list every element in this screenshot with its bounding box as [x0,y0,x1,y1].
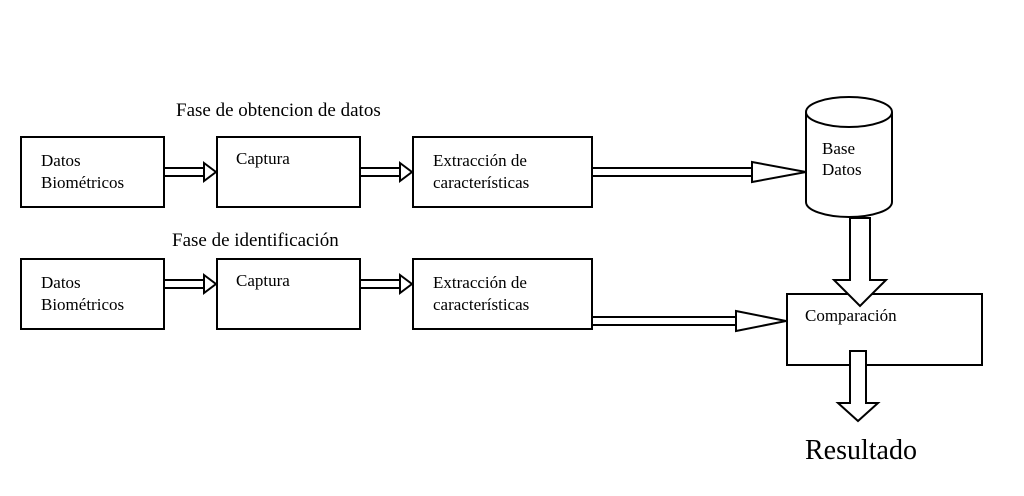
phase-title-identification: Fase de identificación [172,230,339,251]
capture-label-1: Captura [236,149,290,168]
input-box-2: Datos Biométricos [20,258,165,330]
arrow-input-to-capture-2 [164,273,218,295]
arrow-capture-to-extraction-2 [360,273,414,295]
arrow-database-to-comparison [831,217,889,308]
comparison-label: Comparación [805,306,897,325]
input-box-1: Datos Biométricos [20,136,165,208]
result-label: Resultado [805,435,917,466]
extraction-box-2: Extracción de características [412,258,593,330]
capture-label-2: Captura [236,271,290,290]
capture-box-1: Captura [216,136,361,208]
capture-box-2: Captura [216,258,361,330]
arrow-extraction-to-comparison [592,309,787,333]
phase-title-acquisition: Fase de obtencion de datos [176,100,381,121]
arrow-comparison-to-result [835,350,881,423]
input-label-1: Datos Biométricos [41,151,125,192]
database-label: Base Datos [822,139,862,179]
input-label-2: Datos Biométricos [41,273,125,314]
arrow-input-to-capture-1 [164,161,218,183]
extraction-label-1: Extracción de características [433,151,530,192]
database-cylinder [805,96,893,218]
comparison-box [786,293,983,366]
arrow-capture-to-extraction-1 [360,161,414,183]
extraction-label-2: Extracción de características [433,273,530,314]
extraction-box-1: Extracción de características [412,136,593,208]
arrow-extraction-to-database [592,160,807,184]
